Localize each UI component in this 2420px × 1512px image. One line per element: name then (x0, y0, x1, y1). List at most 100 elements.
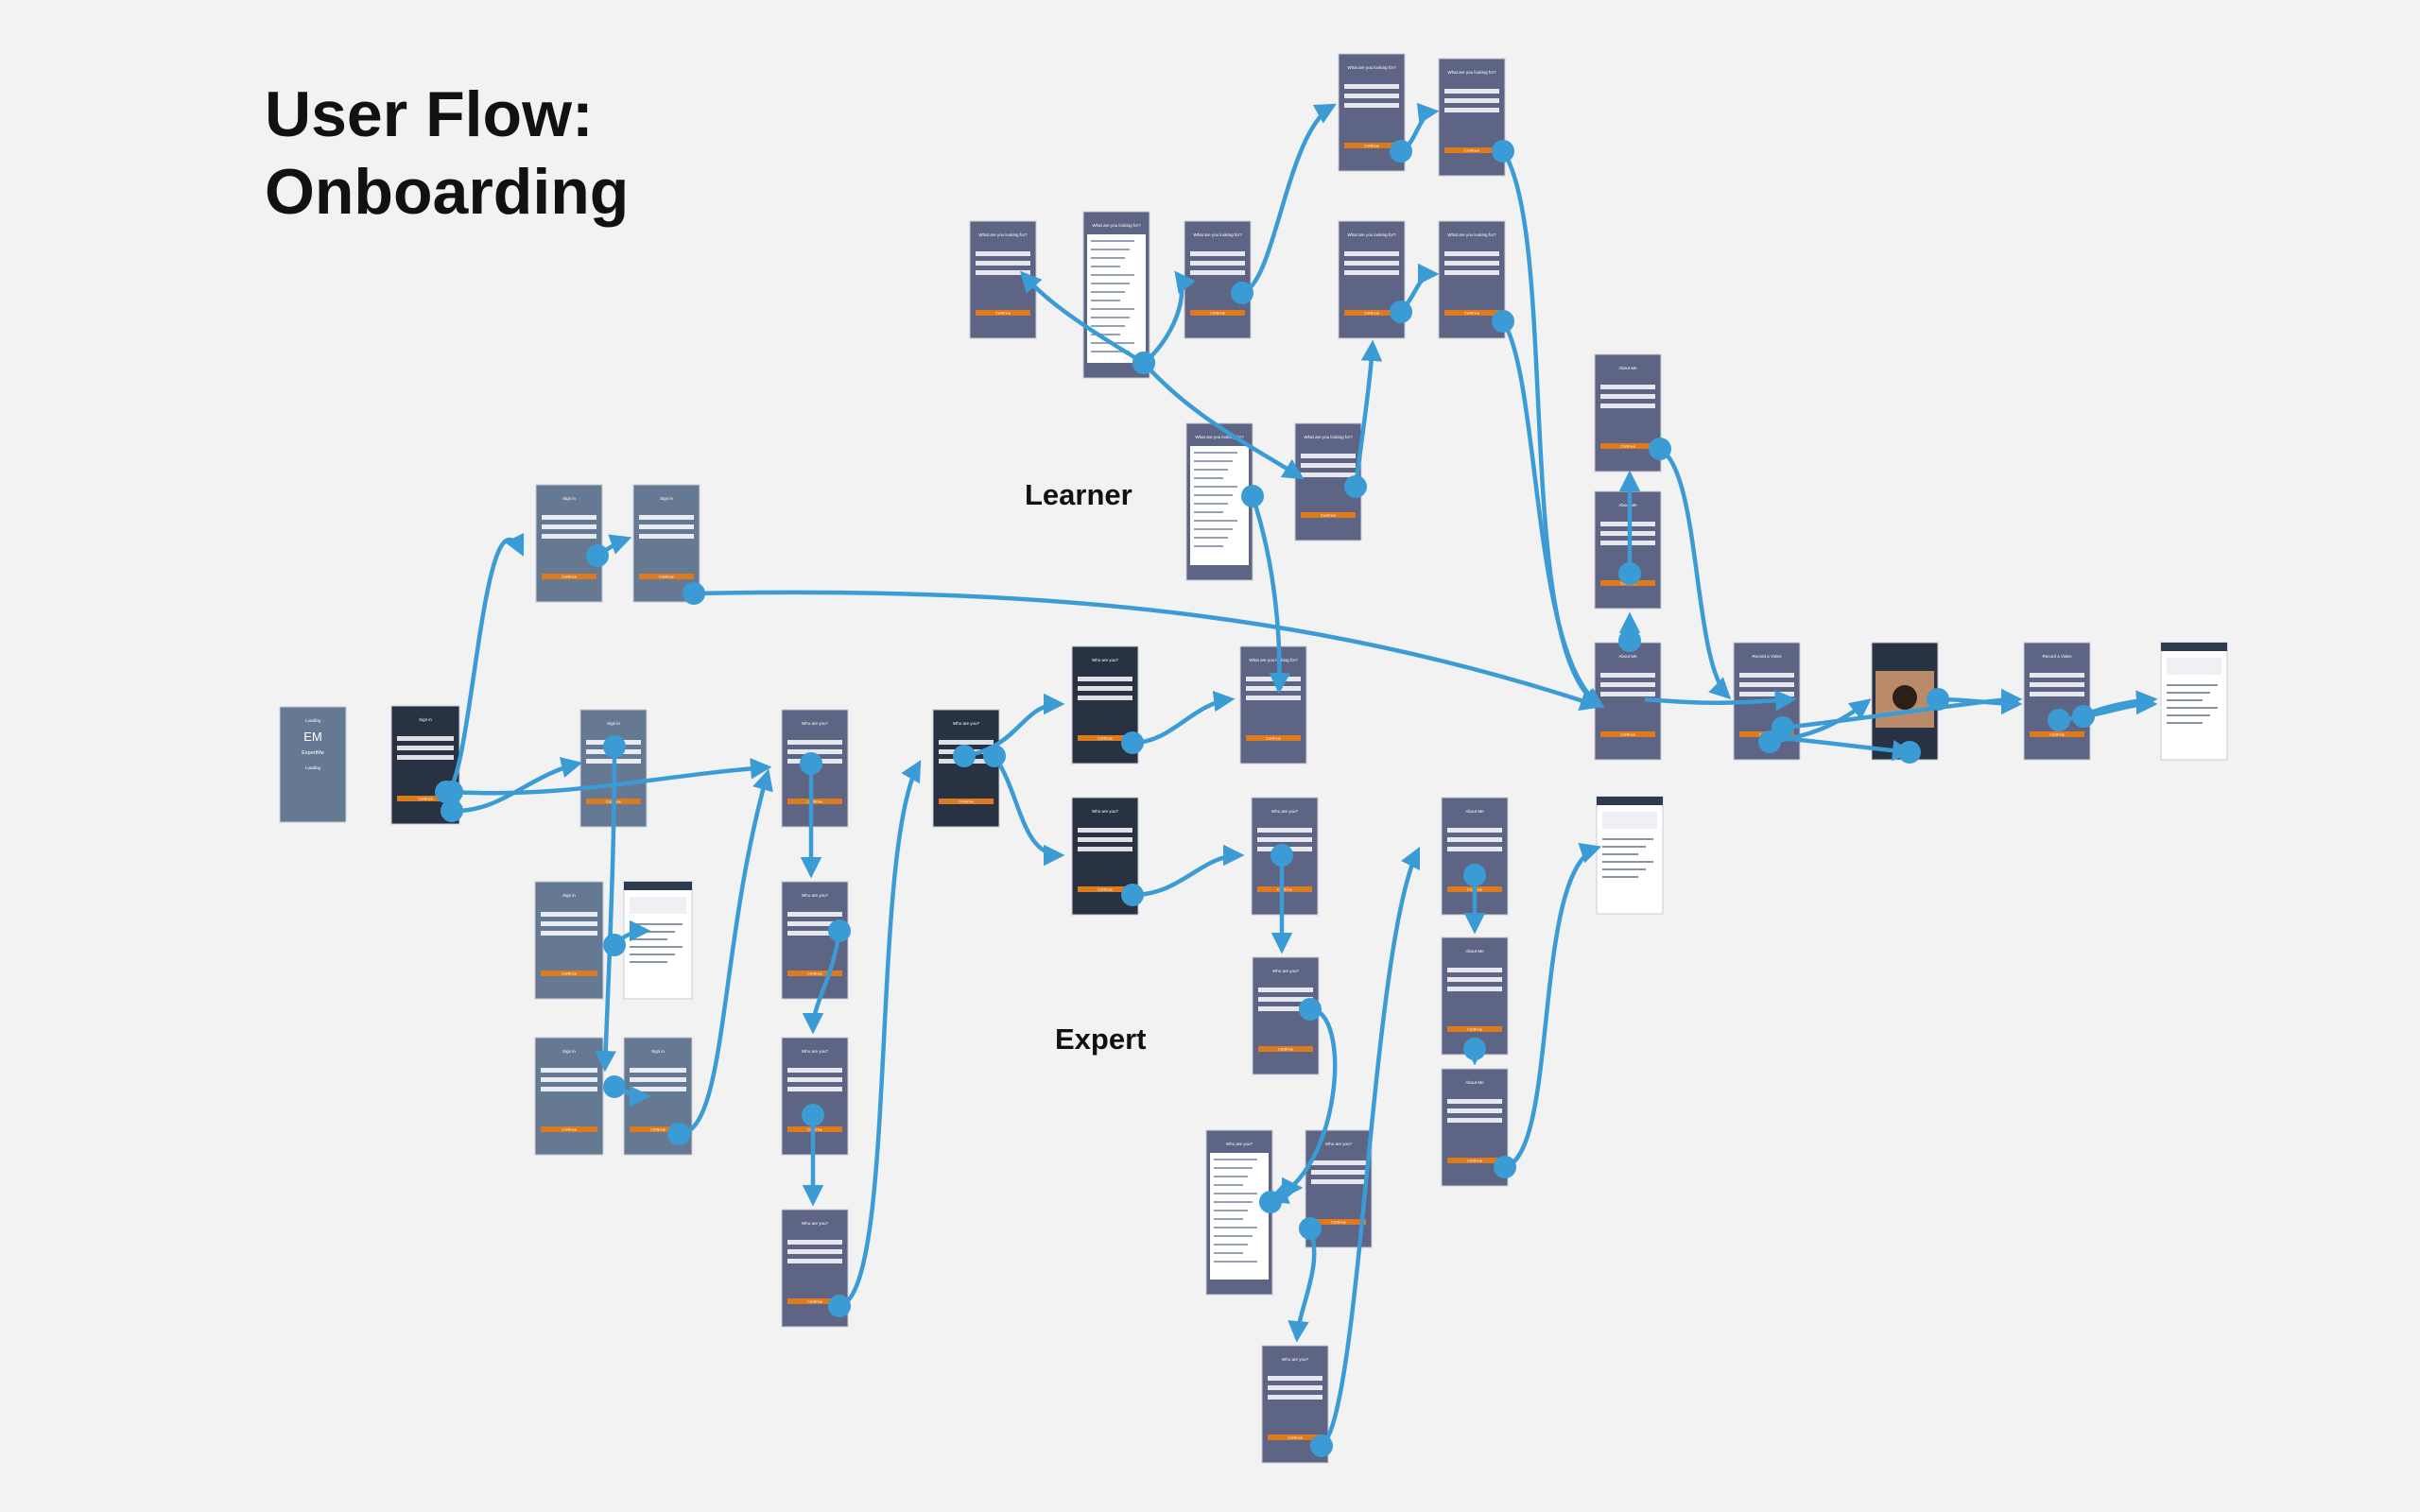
continue-label: Continue (1464, 148, 1480, 153)
input-field (542, 515, 596, 520)
list-line (1091, 317, 1130, 318)
continue-button (1078, 886, 1132, 892)
continue-label: Continue (807, 1127, 823, 1132)
continue-label: Continue (562, 575, 578, 579)
connector-node (1299, 998, 1322, 1021)
screen-card (630, 897, 686, 914)
connector-node (1927, 688, 1949, 711)
input-field (1344, 94, 1399, 98)
continue-button (1301, 512, 1356, 518)
flow-connector (678, 768, 773, 1137)
connector-node (1310, 1435, 1333, 1457)
list-line (1214, 1176, 1248, 1177)
list-line (1091, 334, 1120, 335)
input-field (541, 931, 597, 936)
loading-text: Loading (305, 765, 321, 770)
text-line (630, 923, 683, 925)
continue-label: Continue (1288, 1435, 1304, 1440)
connector-node (603, 934, 626, 956)
continue-label: Continue (807, 1299, 823, 1304)
input-field (1301, 463, 1356, 468)
flow-connector (1241, 103, 1337, 296)
input-field (542, 534, 596, 539)
screen-title: Sign in (419, 717, 432, 722)
continue-button (1311, 1219, 1366, 1225)
list-line (1214, 1167, 1253, 1169)
connector-node (1772, 716, 1794, 739)
continue-button (1600, 731, 1655, 737)
continue-label: Continue (1321, 513, 1337, 518)
screen-title: Who are you? (1092, 658, 1119, 662)
input-field (1600, 394, 1655, 399)
continue-label: Continue (1210, 311, 1226, 316)
input-field (787, 1087, 842, 1091)
continue-label: Continue (562, 1127, 578, 1132)
flow-connector (1132, 844, 1245, 898)
connector-node (828, 919, 851, 942)
connector-node (1492, 310, 1514, 333)
input-field (1447, 828, 1502, 833)
continue-label: Continue (807, 971, 823, 976)
screen-frame (535, 484, 603, 603)
screen-frame (2023, 642, 2091, 761)
screen-title: Who are you? (1092, 809, 1119, 814)
connector-node (983, 745, 1006, 767)
connector-node (1121, 884, 1144, 906)
continue-label: Continue (995, 311, 1011, 316)
screen-title: Who are you? (1325, 1142, 1353, 1146)
list-line (1214, 1193, 1257, 1194)
input-field (939, 740, 994, 745)
connector-node (1649, 438, 1671, 460)
screen-title: What are you looking for? (1249, 658, 1298, 662)
connectors-layer (435, 102, 2158, 1457)
input-field (1078, 686, 1132, 691)
screen-title: Who are you? (802, 721, 829, 726)
input-field (1444, 251, 1499, 256)
input-field (639, 524, 694, 529)
list-line (1091, 291, 1125, 293)
input-field (787, 1240, 842, 1245)
continue-button (397, 796, 454, 801)
connector-node (1494, 1156, 1516, 1178)
continue-label: Continue (650, 1127, 666, 1132)
continue-button (2030, 731, 2084, 737)
connector-node (1259, 1191, 1282, 1213)
text-line (630, 961, 667, 963)
screen-thumbnail: What are you looking for?Continue (1184, 220, 1252, 339)
screen-thumbnail: Who are you?Continue (932, 709, 1000, 828)
list-line (1194, 503, 1228, 505)
continue-label: Continue (659, 575, 675, 579)
screen-title: Record a Video (1753, 654, 1782, 659)
input-field (1739, 692, 1794, 696)
text-line (2167, 722, 2203, 724)
screen-title: Who are you? (1226, 1142, 1253, 1146)
list-line (1091, 274, 1134, 276)
input-field (1447, 1099, 1502, 1104)
text-line (2167, 692, 2210, 694)
flow-connector (444, 532, 525, 795)
continue-label: Continue (1098, 736, 1114, 741)
list-line (1194, 537, 1228, 539)
screen-thumbnail: What are you looking for? (1185, 422, 1253, 581)
input-field (1257, 837, 1312, 842)
screen-title: What are you looking for? (1304, 435, 1353, 439)
screen-title: Record a Video (2043, 654, 2072, 659)
continue-button (1447, 1026, 1502, 1032)
connector-node (1898, 741, 1921, 764)
connector-node (1241, 485, 1264, 507)
continue-label: Continue (1364, 311, 1380, 316)
continue-label: Continue (807, 799, 823, 804)
connector-node (1390, 301, 1412, 323)
flow-connector (802, 930, 842, 1035)
person-icon (1893, 685, 1917, 710)
screen-title: What are you looking for? (1347, 232, 1396, 237)
continue-button (976, 310, 1030, 316)
list-line (1194, 469, 1228, 471)
input-field (1444, 89, 1499, 94)
input-field (397, 755, 454, 760)
screen-title: Who are you? (1272, 969, 1300, 973)
list-line (1194, 460, 1233, 462)
connector-node (441, 781, 463, 803)
list-line (1214, 1159, 1257, 1160)
